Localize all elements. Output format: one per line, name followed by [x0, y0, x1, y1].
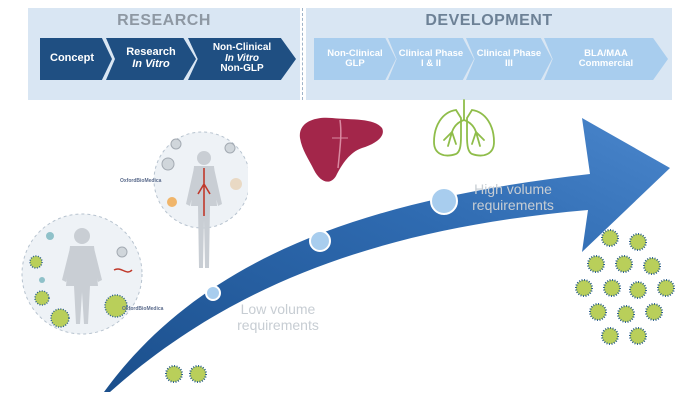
milestone-dot-2 [309, 230, 331, 252]
stage-phase12-sublabel: I & II [420, 58, 442, 69]
stage-non-clinical-glp: Non-Clinical GLP [314, 38, 396, 80]
virus-cluster-small [165, 365, 207, 383]
stage-bla-label: BLA/MAA [584, 48, 628, 60]
low-volume-line-2: requirements [237, 317, 319, 333]
high-volume-caption: High volume requirements [452, 181, 574, 213]
research-illustration-lower [21, 213, 143, 335]
lungs-icon [433, 99, 495, 157]
high-volume-line-2: requirements [472, 197, 554, 213]
stage-bla-maa-commercial: BLA/MAA Commercial [544, 38, 668, 80]
research-heading: RESEARCH [117, 12, 211, 29]
stage-concept: Concept [40, 38, 112, 80]
stage-glp-label: Non-Clinical [327, 48, 383, 60]
liver-icon [299, 117, 383, 182]
stage-non-clinical-label: Non-Clinical [212, 42, 272, 54]
brand-label-bottom: OxfordBioMedica [122, 306, 164, 312]
stage-non-clinical-in-vitro: In Vitro [224, 52, 260, 64]
stage-non-clinical-non-glp: Non-Clinical In Vitro Non-GLP [188, 38, 296, 80]
development-heading: DEVELOPMENT [425, 12, 553, 29]
phase-divider [302, 8, 303, 100]
stage-clinical-phase-3: Clinical Phase III [466, 38, 552, 80]
stage-research-sublabel: In Vitro [132, 58, 170, 70]
low-volume-line-1: Low volume [240, 301, 316, 317]
milestone-dot-1 [205, 285, 221, 301]
stage-phase12-label: Clinical Phase [398, 48, 464, 60]
milestone-dot-3 [430, 187, 458, 215]
high-volume-line-1: High volume [474, 181, 552, 197]
stage-concept-label: Concept [50, 52, 94, 65]
stage-research-in-vitro: Research In Vitro [106, 38, 196, 80]
research-illustration-upper [153, 131, 248, 268]
stage-glp-sublabel: GLP [345, 58, 365, 69]
stage-research-label: Research [126, 46, 176, 59]
brand-label-top: OxfordBioMedica [120, 178, 162, 184]
arrow-body [104, 118, 670, 392]
stage-phase3-sublabel: III [505, 58, 513, 69]
stage-non-glp-label: Non-GLP [220, 63, 264, 75]
stage-phase3-label: Clinical Phase [476, 48, 542, 60]
virus-cluster-large [575, 229, 675, 345]
stage-bla-sublabel: Commercial [578, 58, 634, 69]
low-volume-caption: Low volume requirements [222, 301, 334, 333]
stage-clinical-phase-1-2: Clinical Phase I & II [388, 38, 474, 80]
